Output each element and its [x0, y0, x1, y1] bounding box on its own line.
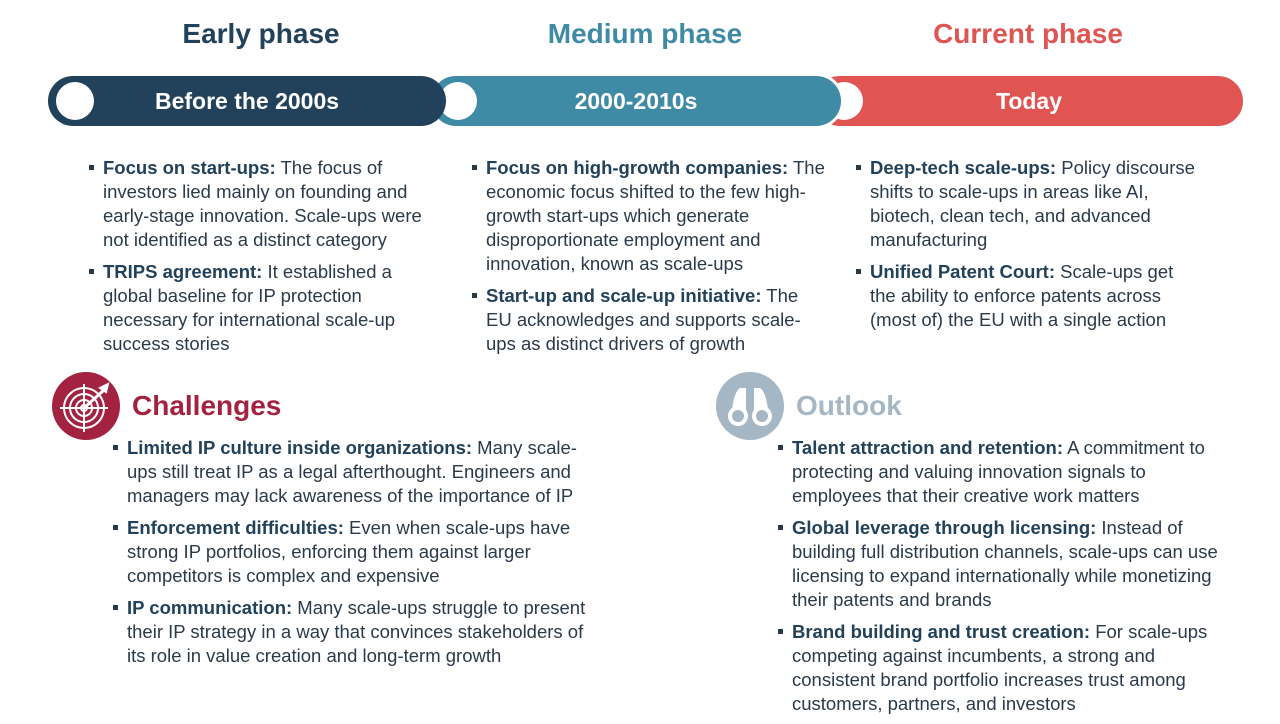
early-phase-list: Focus on start-ups: The focus of investo… — [89, 156, 439, 364]
bar-label: 2000-2010s — [574, 87, 698, 114]
bar-label: Before the 2000s — [154, 87, 340, 114]
outlook-list: Talent attraction and retention: A commi… — [778, 436, 1228, 724]
timeline-bar-before-2000s: Before the 2000s — [48, 76, 446, 126]
list-item: Enforcement difficulties: Even when scal… — [113, 516, 593, 588]
binoculars-icon — [716, 372, 784, 440]
phase-title-medium: Medium phase — [547, 18, 743, 49]
timeline-bar-today: Today — [812, 73, 1246, 129]
target-icon — [52, 372, 120, 440]
timeline-marker — [56, 82, 94, 120]
current-phase-list: Deep-tech scale-ups: Policy discourse sh… — [856, 156, 1201, 340]
outlook-heading: Outlook — [716, 372, 902, 440]
phase-title-current: Current phase — [933, 18, 1123, 49]
list-item: IP communication: Many scale-ups struggl… — [113, 596, 593, 668]
list-item: Start-up and scale-up initiative: The EU… — [472, 284, 827, 356]
list-item: Brand building and trust creation: For s… — [778, 620, 1228, 716]
timeline-bar-2000-2010s: 2000-2010s — [428, 73, 844, 129]
phase-title-early: Early phase — [182, 18, 340, 49]
list-item: Talent attraction and retention: A commi… — [778, 436, 1228, 508]
list-item: TRIPS agreement: It established a global… — [89, 260, 439, 356]
list-item: Focus on start-ups: The focus of investo… — [89, 156, 439, 252]
challenges-title: Challenges — [132, 390, 282, 421]
outlook-title: Outlook — [796, 390, 902, 421]
list-item: Focus on high-growth companies: The econ… — [472, 156, 827, 276]
challenges-list: Limited IP culture inside organizations:… — [113, 436, 593, 676]
list-item: Deep-tech scale-ups: Policy discourse sh… — [856, 156, 1201, 252]
challenges-heading: Challenges — [52, 372, 281, 440]
list-item: Unified Patent Court: Scale-ups get the … — [856, 260, 1201, 332]
bar-label: Today — [995, 87, 1063, 114]
list-item: Global leverage through licensing: Inste… — [778, 516, 1228, 612]
list-item: Limited IP culture inside organizations:… — [113, 436, 593, 508]
medium-phase-list: Focus on high-growth companies: The econ… — [472, 156, 827, 364]
